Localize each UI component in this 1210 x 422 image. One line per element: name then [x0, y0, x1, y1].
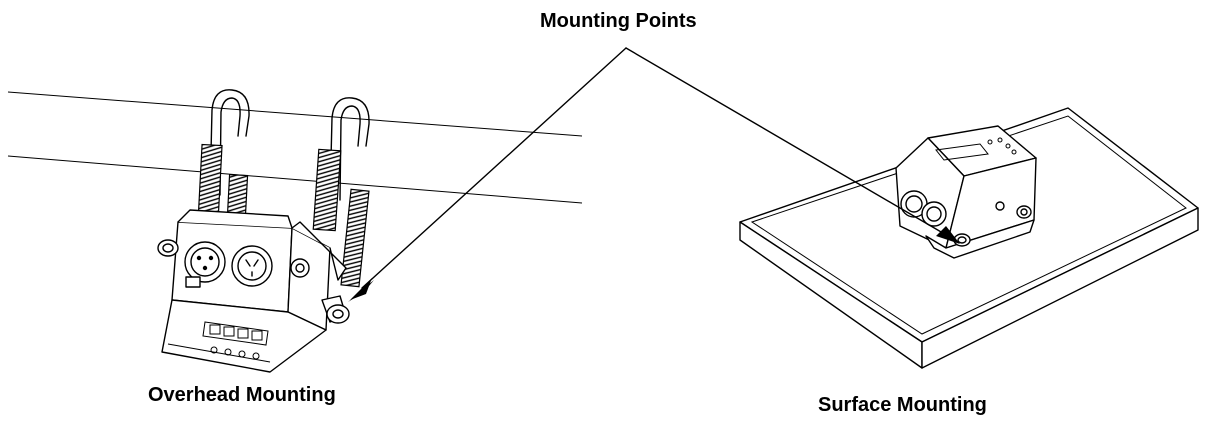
surface-mount-illustration [739, 107, 1199, 369]
u-bolt-right [312, 97, 370, 288]
overhead-mounting-label: Overhead Mounting [148, 384, 336, 406]
xlr-connector-right [231, 245, 273, 287]
truss-pipe [7, 91, 583, 204]
overhead-mount-illustration [7, 89, 583, 373]
leader-arrows [348, 47, 960, 302]
arrow-to-overhead-point [348, 47, 627, 302]
surface-mounting-label: Surface Mounting [818, 394, 987, 416]
mounting-points-label: Mounting Points [540, 10, 697, 32]
knob-left [157, 239, 179, 257]
knob-surface-right [1016, 205, 1032, 219]
arrow-to-surface-point [625, 47, 960, 244]
xlr-connector-left [184, 241, 226, 288]
fixture-surface [895, 125, 1037, 259]
knob-right [321, 295, 350, 324]
fixture-overhead [157, 209, 350, 373]
display-panel-overhead [202, 321, 269, 360]
